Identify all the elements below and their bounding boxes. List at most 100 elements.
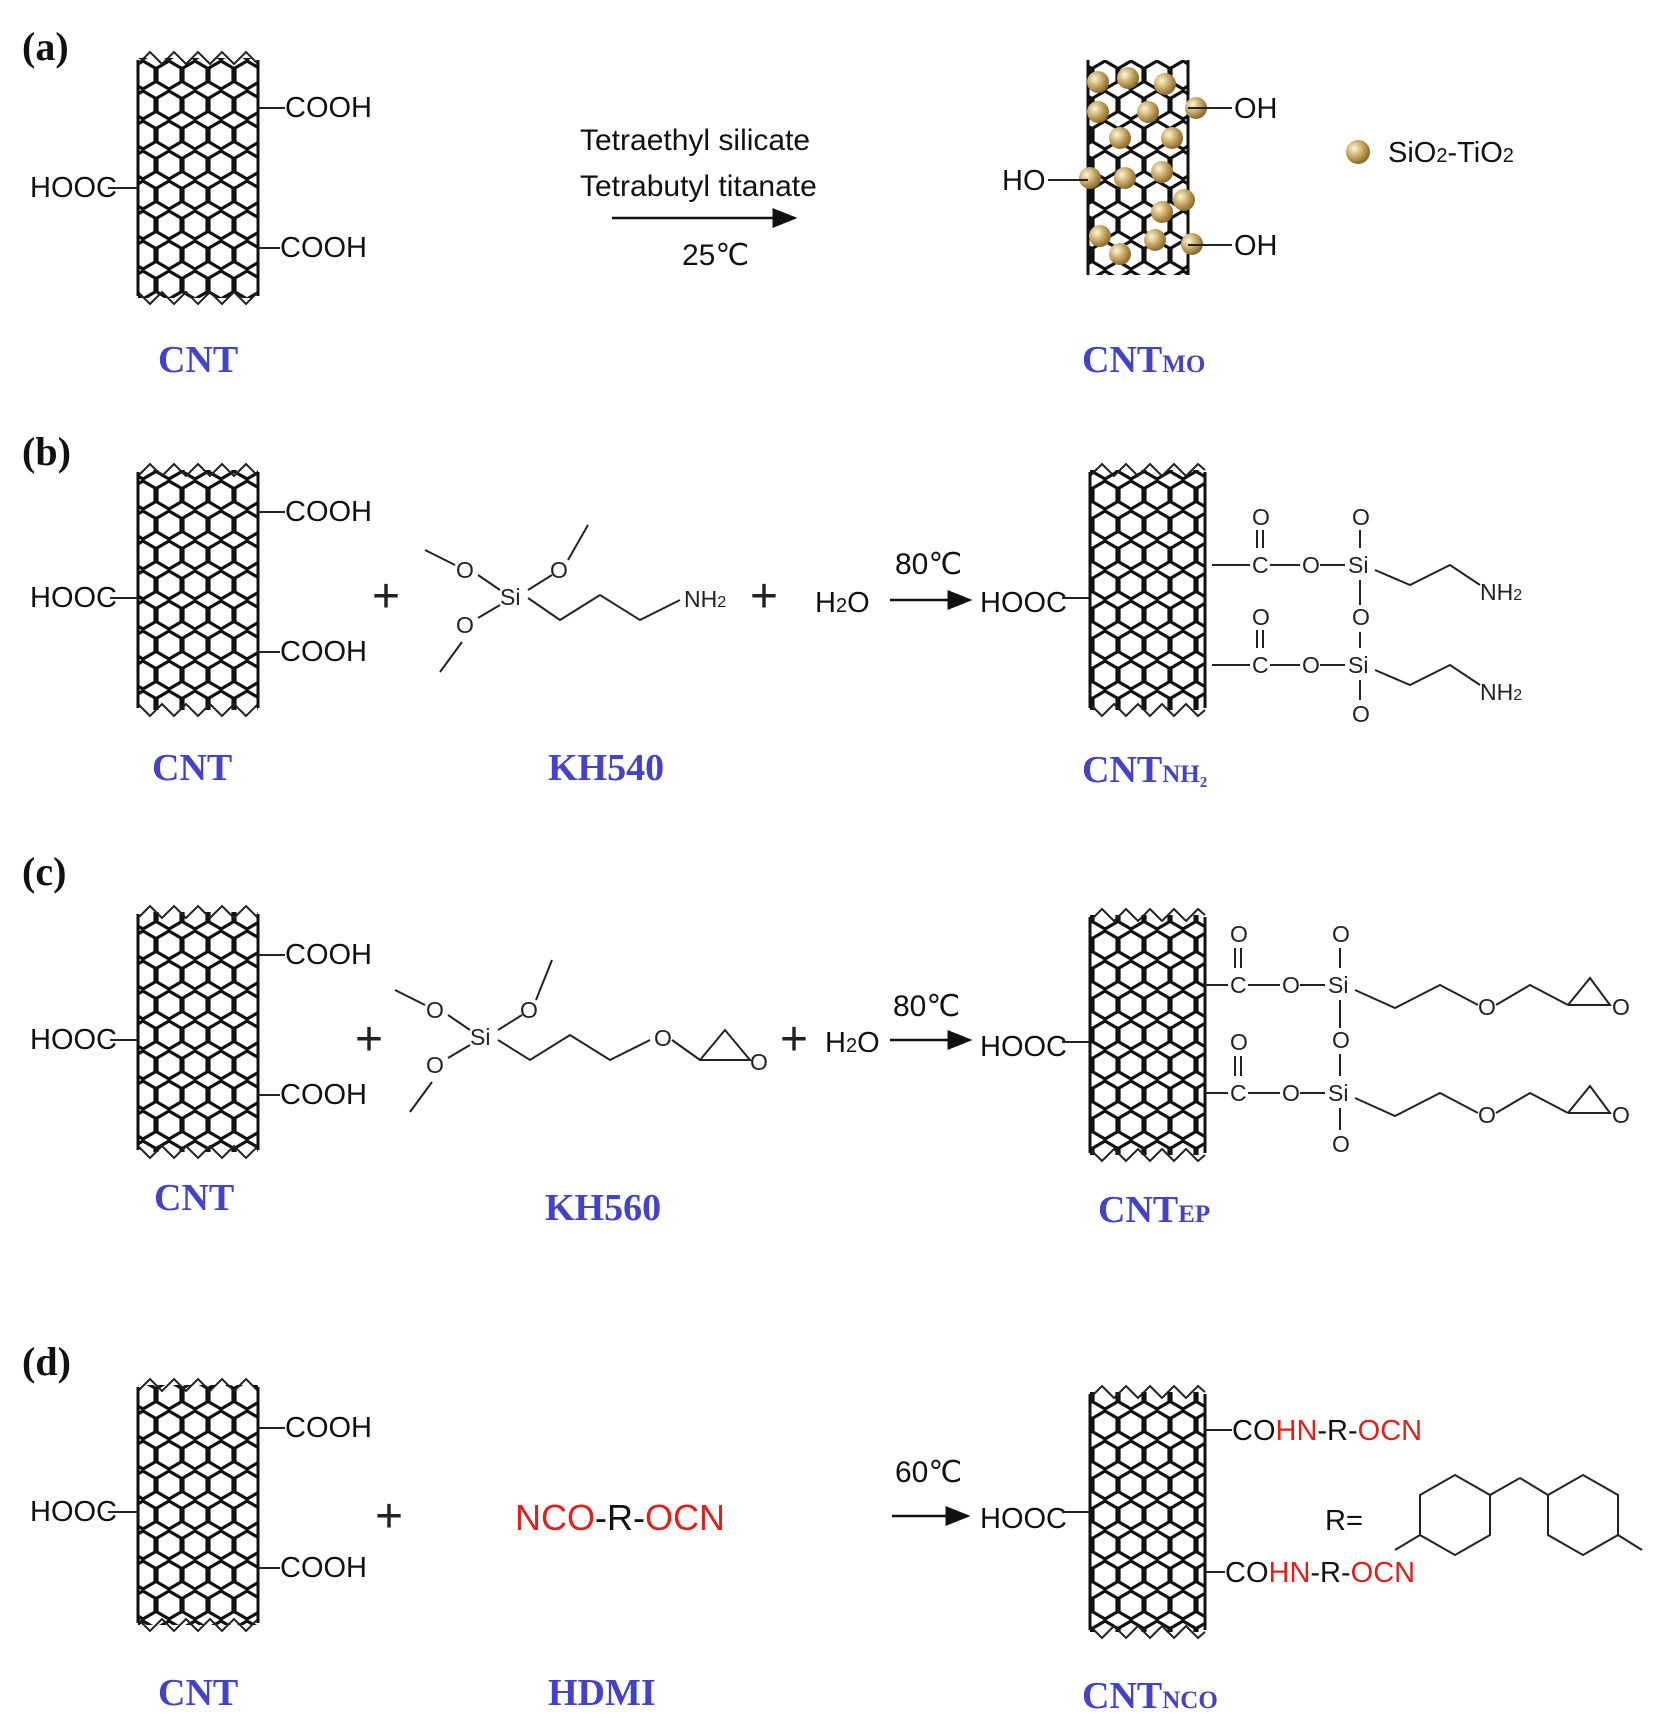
carboxyl-group: COOH [285,1412,372,1444]
reaction-temperature: 80℃ [895,548,962,581]
svg-text:O: O [520,997,538,1023]
svg-text:Si: Si [1328,972,1348,998]
svg-text:C: C [1230,972,1247,998]
svg-text:O: O [1252,504,1270,530]
compound-name: CNT [158,1672,238,1714]
cnt-tube [1088,1384,1207,1640]
panel-c: (c) COOH COOH HOOC CNT + O Si O O [22,849,1630,1231]
epoxy-silane-chain: C O O Si O O O O [1205,921,1630,1053]
carboxyl-group: COOH [285,496,372,528]
carboxyl-group: HOOC [980,1503,1067,1535]
dicyclohexylmethane-structure [1394,1473,1643,1557]
svg-text:O: O [1302,552,1320,578]
carboxyl-group: HOOC [980,1031,1067,1063]
hydroxyl-group: HO [1002,165,1046,197]
carboxyl-group: HOOC [980,587,1067,619]
carboxyl-group: COOH [285,92,372,124]
hdmi-formula: NCO-R-OCN [515,1497,725,1538]
compound-name: CNTMO [1082,339,1205,381]
plus-sign: + [750,570,778,623]
svg-text:NH2: NH2 [1480,579,1522,605]
carboxyl-group: COOH [280,232,367,264]
compound-name: CNT [152,747,232,789]
svg-text:Si: Si [1348,652,1368,678]
svg-text:O: O [1230,1029,1248,1055]
isocyanate-chain: COHN-R-OCN [1225,1557,1415,1589]
panel-c-label: (c) [22,849,66,894]
compound-name: KH560 [545,1187,661,1229]
svg-text:C: C [1230,1080,1247,1106]
particle-legend-icon [1346,140,1370,164]
cnt-tube [136,462,260,718]
compound-name: CNT [158,339,238,381]
svg-text:Si: Si [1328,1080,1348,1106]
panel-d: (d) COOH COOH HOOC CNT + NCO-R-OCN HDMI … [22,1339,1643,1717]
reaction-temperature: 80℃ [893,990,960,1023]
epoxy-silane-chain: C O O Si O O O [1205,1029,1630,1157]
carboxyl-group: COOH [280,636,367,668]
plus-sign: + [780,1013,808,1066]
panel-a-label: (a) [22,24,69,69]
particle-legend-label: SiO2-TiO2 [1388,137,1514,169]
svg-text:O: O [1332,921,1350,947]
compound-name: KH540 [548,747,664,789]
svg-text:O: O [1282,972,1300,998]
water-formula: H2O [815,587,870,619]
svg-text:Si: Si [470,1024,490,1050]
svg-text:O: O [1352,604,1370,630]
carboxyl-group: COOH [280,1552,367,1584]
svg-text:O: O [1230,921,1248,947]
hydroxyl-group: OH [1234,93,1278,125]
compound-name: CNTEP [1098,1189,1210,1231]
compound-name: CNTNH₂ [1082,749,1207,791]
svg-text:O: O [1352,504,1370,530]
cnt-tube [136,904,260,1160]
svg-text:C: C [1252,552,1269,578]
carboxyl-group: HOOC [30,172,117,204]
svg-text:O: O [456,557,474,583]
water-formula: H2O [825,1027,880,1059]
svg-text:O: O [1252,604,1270,630]
kh560-structure: O Si O O O O [394,959,768,1113]
svg-text:Si: Si [1348,552,1368,578]
condition-reagent: Tetraethyl silicate [580,124,810,157]
svg-text:NH2: NH2 [684,586,726,612]
reaction-temperature: 60℃ [895,1456,962,1489]
svg-text:O: O [426,997,444,1023]
cnt-tube [136,1377,260,1633]
condition-reagent: Tetrabutyl titanate [580,170,817,203]
svg-text:O: O [1332,1027,1350,1053]
silane-grafted-chain: C O O Si O O NH2 [1212,504,1522,630]
carboxyl-group: HOOC [30,1024,117,1056]
carboxyl-group: HOOC [30,582,117,614]
cnt-tube [1088,907,1207,1163]
plus-sign: + [355,1013,383,1066]
svg-text:O: O [1282,1080,1300,1106]
carboxyl-group: COOH [285,939,372,971]
compound-name: CNTNCO [1082,1675,1218,1717]
compound-name: HDMI [548,1672,656,1714]
carboxyl-group: COOH [280,1079,367,1111]
svg-text:O: O [1352,701,1370,727]
svg-text:NH2: NH2 [1480,679,1522,705]
kh540-structure: O Si O O NH2 [424,524,726,673]
svg-text:O: O [1332,1131,1350,1157]
svg-text:C: C [1252,652,1269,678]
svg-text:O: O [1612,994,1630,1020]
panel-d-label: (d) [22,1339,71,1384]
reaction-temperature: 25℃ [682,239,749,272]
svg-text:O: O [1612,1102,1630,1128]
svg-text:O: O [456,612,474,638]
hydroxyl-group: OH [1234,230,1278,262]
svg-text:O: O [1478,994,1496,1020]
svg-text:O: O [1302,652,1320,678]
compound-name: CNT [154,1177,234,1219]
panel-b: (b) COOH COOH HOOC CNT + O Si O O [22,429,1522,791]
svg-text:O: O [654,1025,672,1051]
carboxyl-group: HOOC [30,1496,117,1528]
plus-sign: + [372,570,400,623]
panel-b-label: (b) [22,429,71,474]
svg-text:O: O [550,557,568,583]
cnt-tube [1088,462,1207,718]
